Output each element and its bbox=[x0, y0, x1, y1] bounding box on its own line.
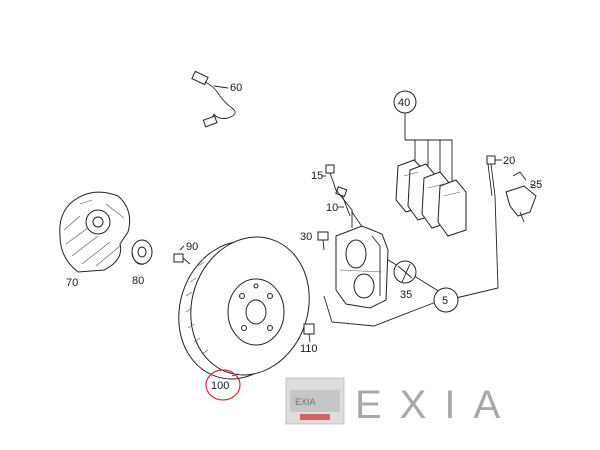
part-30-bleed-screw[interactable] bbox=[317, 231, 329, 251]
highlight-circle-100 bbox=[205, 369, 241, 401]
brake-caliper[interactable] bbox=[335, 225, 389, 309]
part-25-spring-clip[interactable] bbox=[505, 171, 537, 223]
label-90: 90 bbox=[186, 241, 198, 253]
label-100: 100 bbox=[211, 380, 229, 392]
watermark-text: EXIA bbox=[355, 383, 518, 427]
part-70-dust-shield[interactable] bbox=[59, 191, 131, 273]
part-110-bolt[interactable] bbox=[303, 323, 315, 343]
exia-watermark: EXIA EXIA bbox=[285, 377, 518, 427]
label-80: 80 bbox=[132, 275, 144, 287]
label-10: 10 bbox=[326, 202, 338, 214]
label-40: 40 bbox=[398, 97, 410, 109]
watermark-logo-text: EXIA bbox=[295, 397, 316, 407]
part-35-clip[interactable] bbox=[393, 260, 417, 284]
label-15: 15 bbox=[311, 170, 323, 182]
part-40-brake-pads[interactable] bbox=[393, 90, 467, 237]
label-70: 70 bbox=[66, 277, 78, 289]
label-5: 5 bbox=[442, 295, 448, 307]
label-35: 35 bbox=[400, 289, 412, 301]
part-60-wear-sensor[interactable] bbox=[191, 70, 236, 128]
part-20-guide-bolt[interactable] bbox=[486, 155, 502, 197]
part-100-brake-disc[interactable] bbox=[161, 222, 327, 395]
label-25: 25 bbox=[530, 179, 542, 191]
part-90-screw[interactable] bbox=[173, 245, 191, 265]
part-80-spacer-ring[interactable] bbox=[131, 239, 153, 265]
label-110: 110 bbox=[300, 343, 318, 355]
label-30: 30 bbox=[300, 231, 312, 243]
part-15-bolt[interactable] bbox=[322, 164, 337, 191]
label-20: 20 bbox=[503, 155, 515, 167]
label-60: 60 bbox=[230, 82, 242, 94]
